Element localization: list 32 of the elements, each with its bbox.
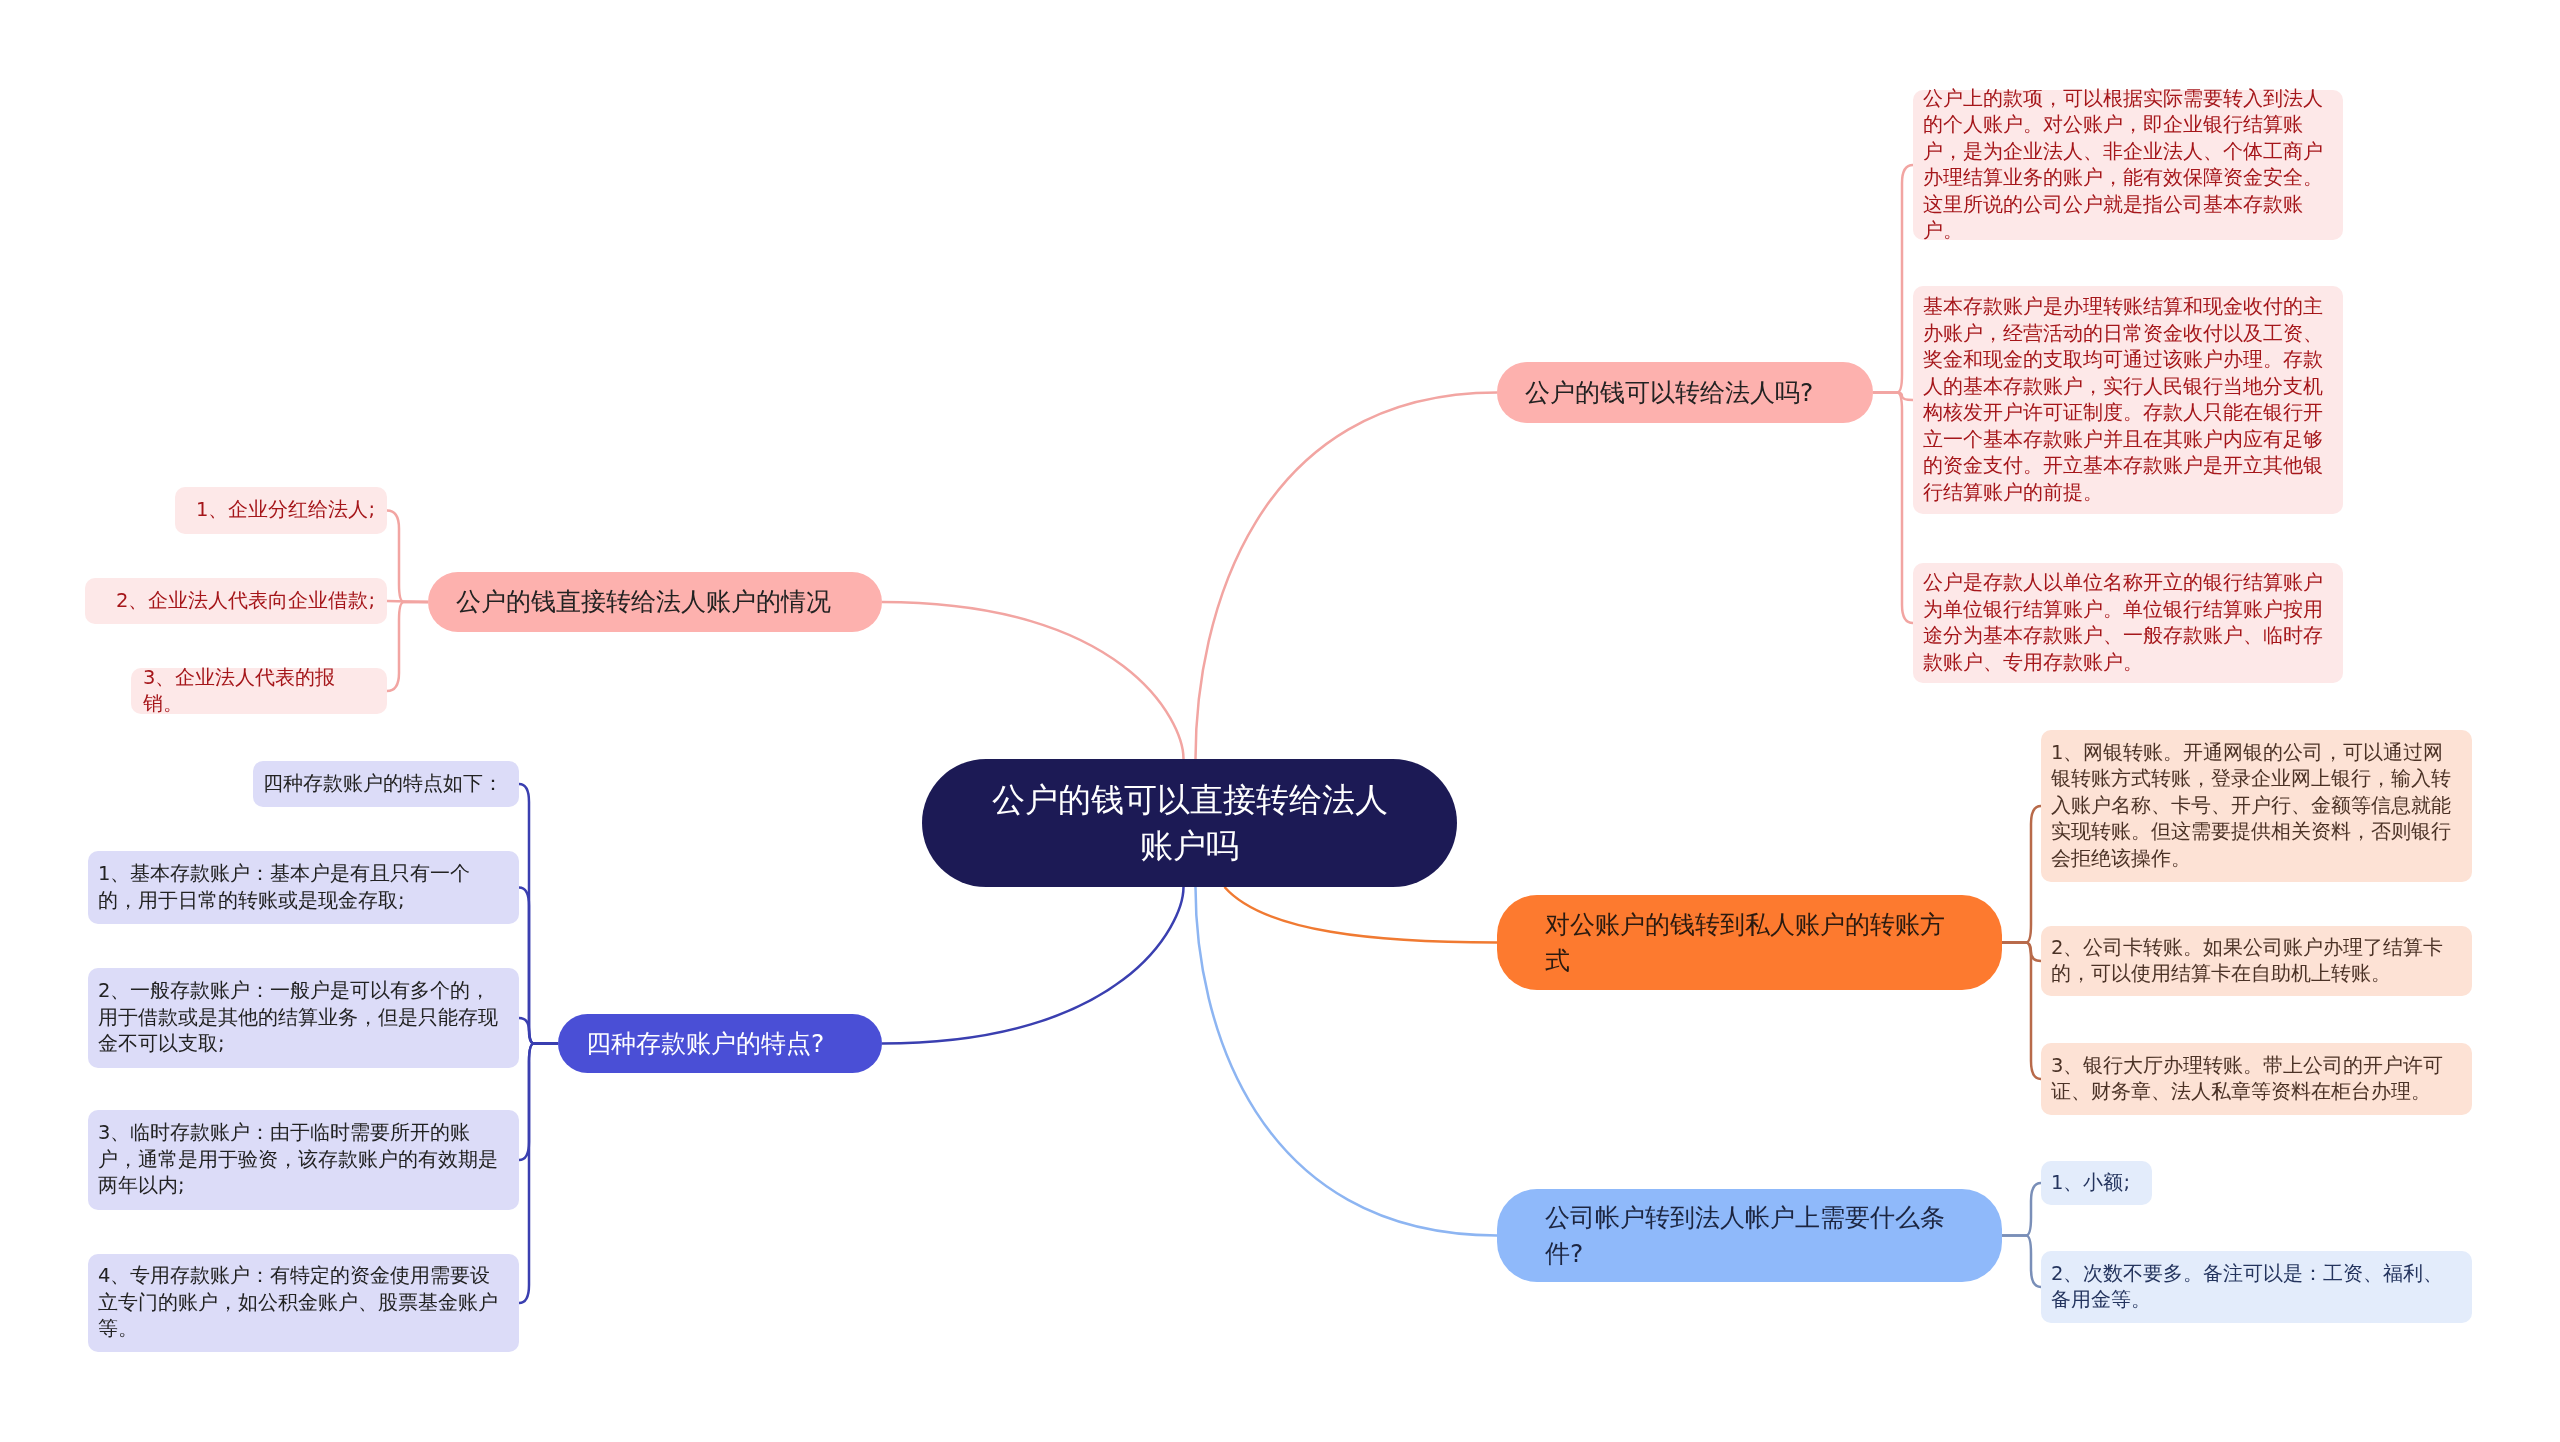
note-box: 1、网银转账。开通网银的公司，可以通过网银转账方式转账，登录企业网上银行，输入转入账户名称、卡号、开户行、金额等信息就能实现转账。但这需要提供相关资料，否则银行会拒绝该操作。 bbox=[2041, 730, 2472, 882]
note-box: 1、基本存款账户：基本户是有且只有一个的，用于日常的转账或是现金存取; bbox=[88, 851, 519, 924]
note-box: 1、小额; bbox=[2041, 1161, 2152, 1205]
connector bbox=[518, 1042, 558, 1305]
connector bbox=[1873, 391, 1914, 625]
topic-box: 对公账户的钱转到私人账户的转账方式 bbox=[1497, 895, 2002, 990]
note-box: 3、企业法人代表的报销。 bbox=[131, 668, 387, 714]
connector bbox=[1194, 391, 1498, 760]
topic-box: 公司帐户转到法人帐户上需要什么条件? bbox=[1497, 1189, 2002, 1282]
connector bbox=[2002, 1234, 2042, 1289]
note-box: 2、次数不要多。备注可以是：工资、福利、备用金等。 bbox=[2041, 1251, 2472, 1323]
topic-box: 公户的钱可以转给法人吗? bbox=[1497, 362, 1873, 423]
central-topic-box: 公户的钱可以直接转给法人账户吗 bbox=[922, 759, 1457, 887]
connector bbox=[2002, 941, 2042, 1081]
note-box: 四种存款账户的特点如下： bbox=[253, 761, 519, 807]
topic-box: 四种存款账户的特点? bbox=[558, 1014, 882, 1073]
connector bbox=[386, 600, 428, 693]
note-box: 1、企业分红给法人; bbox=[175, 487, 387, 534]
note-box: 4、专用存款账户：有特定的资金使用需要设立专门的账户，如公积金账户、股票基金账户等。 bbox=[88, 1254, 519, 1352]
note-box: 3、银行大厅办理转账。带上公司的开户许可证、财务章、法人私章等资料在柜台办理。 bbox=[2041, 1043, 2472, 1115]
note-box: 公户是存款人以单位名称开立的银行结算账户为单位银行结算账户。单位银行结算账户按用途分为基本存款账户、一般存款账户、临时存款账户、专用存款账户。 bbox=[1913, 563, 2343, 683]
connector bbox=[881, 600, 1185, 760]
connector bbox=[1194, 886, 1498, 1237]
connector bbox=[881, 886, 1185, 1045]
connector bbox=[1223, 886, 1497, 944]
note-box: 2、企业法人代表向企业借款; bbox=[85, 578, 387, 624]
note-box: 2、一般存款账户：一般户是可以有多个的，用于借款或是其他的结算业务，但是只能存现金不可以支取; bbox=[88, 968, 519, 1068]
note-box: 2、公司卡转账。如果公司账户办理了结算卡的，可以使用结算卡在自助机上转账。 bbox=[2041, 926, 2472, 996]
topic-box: 公户的钱直接转给法人账户的情况 bbox=[428, 572, 882, 632]
note-box: 公户上的款项，可以根据实际需要转入到法人的个人账户。对公账户，即企业银行结算账户，是为企业法人、非企业法人、个体工商户办理结算业务的账户，能有效保障资金安全。这里所说的公司公户就是指公司基本存款账户。 bbox=[1913, 90, 2343, 240]
note-box: 3、临时存款账户：由于临时需要所开的账户，通常是用于验资，该存款账户的有效期是两年以内; bbox=[88, 1110, 519, 1210]
note-box: 基本存款账户是办理转账结算和现金收付的主办账户，经营活动的日常资金收付以及工资、奖金和现金的支取均可通过该账户办理。存款人的基本存款账户，实行人民银行当地分支机构核发开户许可证制度。存款人只能在银行开立一个基本存款账户并且在其账户内应有足够的资金支付。开立基本存款账户是开立其他银行结算账户的前提。 bbox=[1913, 286, 2343, 514]
